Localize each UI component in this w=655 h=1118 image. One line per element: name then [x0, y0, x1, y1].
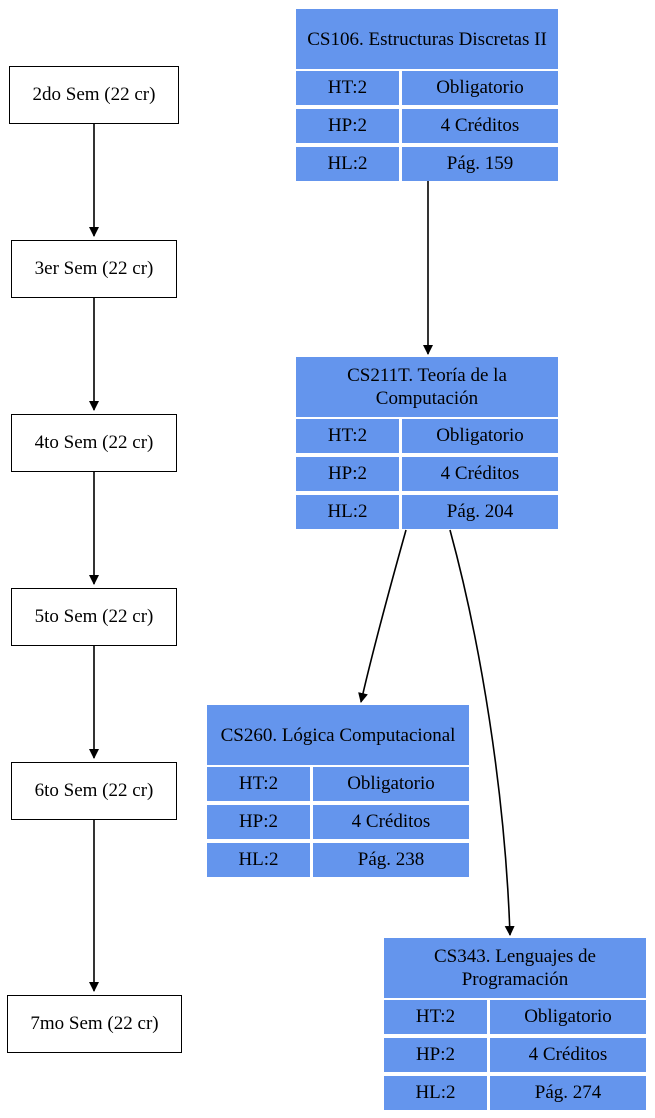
semester-box-2: 2do Sem (22 cr): [9, 66, 179, 124]
hours-lab: HL:2: [207, 843, 310, 877]
course-row-hp: HP:2 4 Créditos: [296, 457, 558, 491]
course-node-cs343: CS343. Lenguajes de Programación HT:2 Ob…: [384, 938, 646, 1110]
course-type: Obligatorio: [490, 1000, 646, 1034]
course-row-hl: HL:2 Pág. 238: [207, 843, 469, 877]
course-title: CS343. Lenguajes de Programación: [384, 938, 646, 998]
course-credits: 4 Créditos: [402, 109, 558, 143]
course-row-ht: HT:2 Obligatorio: [207, 767, 469, 801]
course-credits: 4 Créditos: [490, 1038, 646, 1072]
course-node-cs260: CS260. Lógica Computacional HT:2 Obligat…: [207, 705, 469, 877]
course-row-hp: HP:2 4 Créditos: [207, 805, 469, 839]
hours-lab: HL:2: [296, 495, 399, 529]
semester-label: 6to Sem (22 cr): [34, 780, 154, 801]
semester-label: 3er Sem (22 cr): [34, 258, 154, 279]
edge-cs211t-cs343: [449, 529, 515, 936]
course-title: CS106. Estructuras Discretas II: [296, 9, 558, 69]
hours-lab: HL:2: [296, 147, 399, 181]
course-type: Obligatorio: [402, 419, 558, 453]
hours-theory: HT:2: [296, 71, 399, 105]
hours-theory: HT:2: [207, 767, 310, 801]
hours-practice: HP:2: [296, 109, 399, 143]
course-row-ht: HT:2 Obligatorio: [296, 71, 558, 105]
course-page: Pág. 274: [490, 1076, 646, 1110]
edge-cs211t-cs260: [358, 529, 407, 703]
semester-label: 7mo Sem (22 cr): [30, 1013, 159, 1034]
semester-box-5: 5to Sem (22 cr): [11, 588, 177, 646]
course-row-hp: HP:2 4 Créditos: [384, 1038, 646, 1072]
semester-box-7: 7mo Sem (22 cr): [7, 995, 182, 1053]
course-type: Obligatorio: [402, 71, 558, 105]
semester-box-3: 3er Sem (22 cr): [11, 240, 177, 298]
hours-practice: HP:2: [384, 1038, 487, 1072]
hours-practice: HP:2: [207, 805, 310, 839]
course-row-hl: HL:2 Pág. 204: [296, 495, 558, 529]
course-node-cs211t: CS211T. Teoría de la Computación HT:2 Ob…: [296, 357, 558, 529]
semester-label: 2do Sem (22 cr): [32, 84, 156, 105]
course-row-ht: HT:2 Obligatorio: [296, 419, 558, 453]
hours-theory: HT:2: [296, 419, 399, 453]
course-credits: 4 Créditos: [313, 805, 469, 839]
hours-practice: HP:2: [296, 457, 399, 491]
course-title: CS211T. Teoría de la Computación: [296, 357, 558, 417]
course-row-hl: HL:2 Pág. 159: [296, 147, 558, 181]
semester-box-4: 4to Sem (22 cr): [11, 414, 177, 472]
hours-lab: HL:2: [384, 1076, 487, 1110]
course-page: Pág. 238: [313, 843, 469, 877]
course-page: Pág. 204: [402, 495, 558, 529]
course-page: Pág. 159: [402, 147, 558, 181]
semester-label: 4to Sem (22 cr): [34, 432, 154, 453]
course-credits: 4 Créditos: [402, 457, 558, 491]
course-node-cs106: CS106. Estructuras Discretas II HT:2 Obl…: [296, 9, 558, 181]
course-title: CS260. Lógica Computacional: [207, 705, 469, 765]
course-row-hl: HL:2 Pág. 274: [384, 1076, 646, 1110]
hours-theory: HT:2: [384, 1000, 487, 1034]
course-row-ht: HT:2 Obligatorio: [384, 1000, 646, 1034]
semester-box-6: 6to Sem (22 cr): [11, 762, 177, 820]
course-type: Obligatorio: [313, 767, 469, 801]
semester-label: 5to Sem (22 cr): [34, 606, 154, 627]
course-row-hp: HP:2 4 Créditos: [296, 109, 558, 143]
